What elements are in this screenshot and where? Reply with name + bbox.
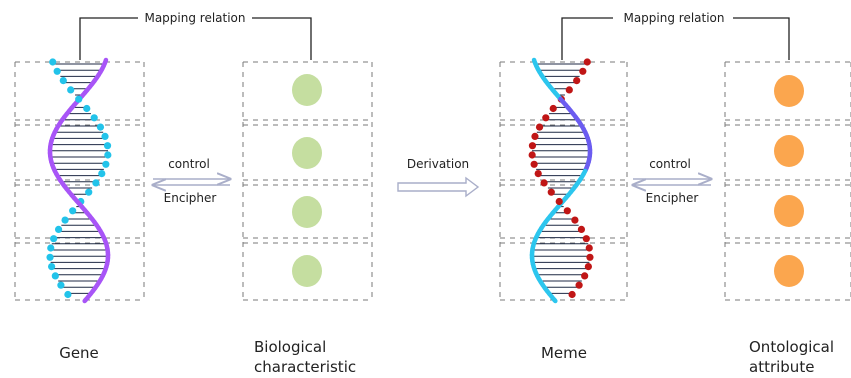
gene-group bbox=[14, 57, 145, 304]
ontological-circle bbox=[774, 195, 804, 227]
gene-dots bbox=[46, 58, 112, 299]
biological-characteristic-group bbox=[242, 61, 373, 301]
ontological-circle bbox=[774, 75, 804, 107]
biological-label-line2: characteristic bbox=[254, 358, 356, 376]
helix-dot bbox=[53, 67, 61, 75]
helix-dot bbox=[528, 142, 537, 150]
helix-dot bbox=[563, 207, 571, 215]
meme-group bbox=[499, 57, 628, 304]
meme-rungs bbox=[532, 63, 590, 294]
ontological-circles bbox=[774, 75, 804, 287]
helix-dot bbox=[582, 235, 590, 243]
helix-dot bbox=[75, 95, 83, 103]
helix-dot bbox=[584, 263, 592, 271]
meme-dots bbox=[528, 58, 594, 299]
ontological-dashed-box bbox=[724, 61, 851, 301]
helix-dot bbox=[96, 123, 105, 131]
helix-dot bbox=[535, 123, 544, 131]
biological-circle bbox=[292, 74, 322, 106]
biological-dashed-box bbox=[242, 61, 373, 301]
meme-label: Meme bbox=[541, 344, 587, 362]
helix-dot bbox=[103, 142, 112, 150]
ontological-circle bbox=[774, 255, 804, 287]
helix-dot bbox=[64, 290, 72, 299]
helix-dot bbox=[534, 170, 542, 178]
meme-strand-back bbox=[529, 150, 593, 261]
derivation-arrow bbox=[397, 176, 480, 198]
helix-dot bbox=[67, 86, 75, 94]
helix-dot bbox=[54, 225, 63, 233]
derivation-label: Derivation bbox=[407, 157, 469, 171]
ontological-attribute-group bbox=[724, 61, 851, 301]
helix-dot bbox=[85, 188, 93, 196]
helix-strand-segment bbox=[82, 297, 88, 304]
ontological-label-line2: attribute bbox=[749, 358, 814, 376]
helix-dot bbox=[57, 281, 65, 289]
helix-dot bbox=[565, 86, 573, 94]
helix-dot bbox=[540, 179, 548, 187]
encipher-label-left: Encipher bbox=[164, 191, 217, 205]
meme-strand-front bbox=[529, 57, 593, 304]
helix-dot bbox=[51, 272, 59, 280]
helix-dot bbox=[90, 114, 98, 122]
helix-dot bbox=[528, 151, 536, 159]
helix-dot bbox=[46, 253, 54, 261]
helix-dot bbox=[549, 104, 557, 113]
helix-dot bbox=[101, 132, 109, 140]
control-label-left: control bbox=[168, 157, 210, 171]
biological-circle bbox=[292, 255, 322, 287]
helix-strand-segment bbox=[552, 297, 558, 304]
mapping-label-left: Mapping relation bbox=[144, 11, 245, 25]
mapping-label-right: Mapping relation bbox=[623, 11, 724, 25]
biological-label-line1: Biological bbox=[254, 338, 326, 356]
biological-circle bbox=[292, 196, 322, 228]
ontological-circle bbox=[774, 135, 804, 167]
helix-dot bbox=[102, 160, 110, 168]
biological-circle bbox=[292, 137, 322, 169]
helix-dot bbox=[104, 151, 112, 159]
helix-dot bbox=[48, 263, 56, 271]
helix-dot bbox=[577, 225, 586, 233]
mapping-bracket-right bbox=[561, 17, 790, 60]
helix-dot bbox=[50, 235, 58, 243]
helix-dot bbox=[61, 216, 69, 224]
helix-dot bbox=[581, 272, 589, 280]
ontological-label-line1: Ontological bbox=[749, 338, 834, 356]
helix-dot bbox=[83, 104, 91, 113]
helix-dot bbox=[47, 244, 55, 252]
biological-circles bbox=[292, 74, 322, 287]
helix-dot bbox=[579, 67, 587, 75]
helix-dot bbox=[586, 253, 594, 261]
helix-dot bbox=[542, 114, 550, 122]
helix-dot bbox=[555, 197, 563, 206]
helix-dot bbox=[98, 170, 106, 178]
control-label-right: control bbox=[649, 157, 691, 171]
gene-label: Gene bbox=[59, 344, 99, 362]
helix-dot bbox=[575, 281, 583, 289]
helix-dot bbox=[59, 77, 67, 85]
helix-dot bbox=[530, 160, 538, 168]
helix-dot bbox=[92, 179, 100, 187]
helix-dot bbox=[49, 58, 57, 66]
mapping-bracket-left bbox=[79, 17, 312, 60]
helix-dot bbox=[571, 216, 579, 224]
helix-dot bbox=[568, 290, 576, 299]
helix-dot bbox=[69, 207, 77, 215]
gene-strand-front bbox=[47, 150, 111, 261]
encipher-label-right: Encipher bbox=[646, 191, 699, 205]
helix-dot bbox=[547, 188, 555, 196]
helix-dot bbox=[573, 77, 581, 85]
helix-dot bbox=[585, 244, 593, 252]
helix-dot bbox=[583, 58, 591, 66]
helix-dot bbox=[531, 132, 539, 140]
